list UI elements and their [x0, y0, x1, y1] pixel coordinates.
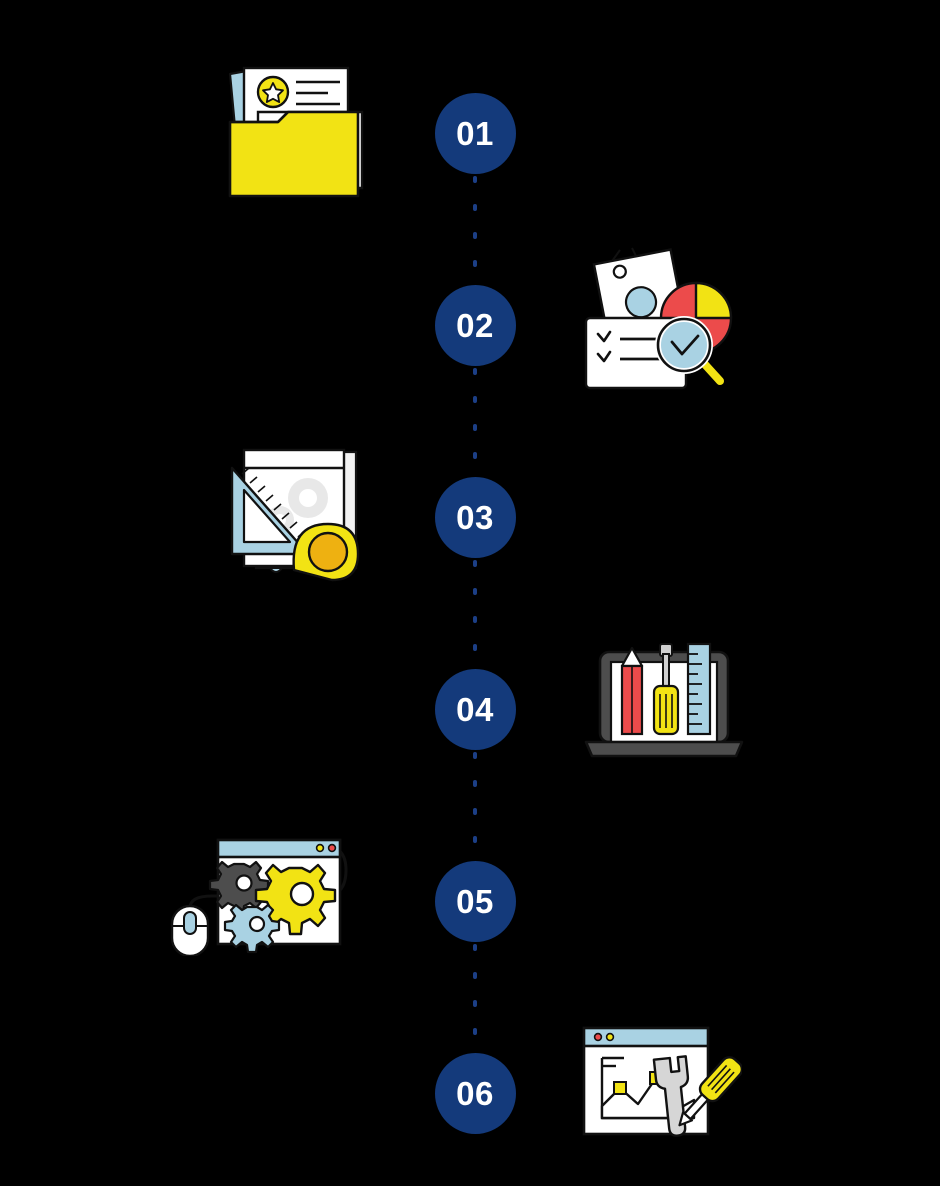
step-02-illustration: [580, 246, 745, 394]
step-number-02: 02: [456, 306, 494, 344]
timeline-node-04[interactable]: 04: [434, 668, 516, 750]
step-06-illustration: [580, 1022, 742, 1146]
step-01-illustration: [222, 62, 374, 202]
timeline-node-05[interactable]: 05: [434, 860, 516, 942]
timeline-node-06[interactable]: 06: [434, 1052, 516, 1134]
step-number-06: 06: [456, 1074, 494, 1112]
timeline-node-03[interactable]: 03: [434, 476, 516, 558]
step-04-illustration: [582, 636, 746, 760]
step-number-04: 04: [456, 690, 494, 728]
step-number-05: 05: [456, 882, 494, 920]
step-number-03: 03: [456, 498, 494, 536]
timeline-node-02[interactable]: 02: [434, 284, 516, 366]
step-number-01: 01: [456, 114, 494, 152]
step-05-illustration: [160, 832, 375, 956]
step-03-illustration: [222, 446, 377, 588]
timeline-node-01[interactable]: 01: [434, 92, 516, 174]
